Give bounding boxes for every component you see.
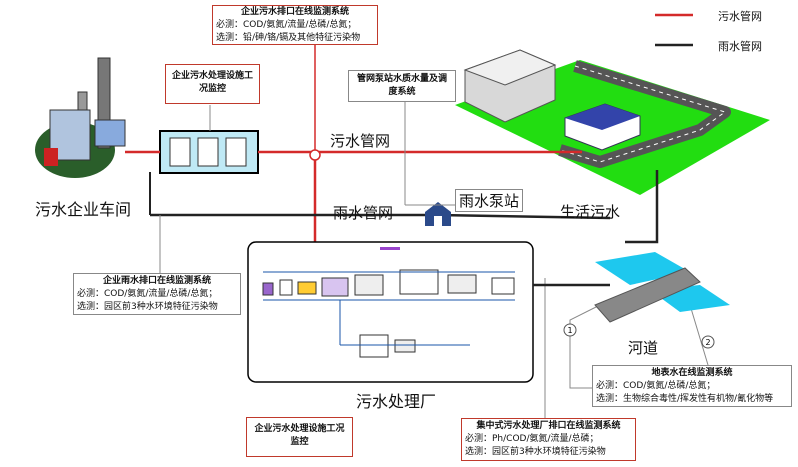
plant-unit-6 — [399, 269, 439, 295]
surface-water-monitor-optional: 选测：生物综合毒性/挥发性有机物/氰化物等 — [596, 394, 774, 404]
plant-unit-3 — [297, 281, 317, 295]
plant-label: 污水处理厂 — [356, 392, 437, 411]
treatment-tank-3 — [225, 137, 247, 167]
monitor-marker-2-label: 2 — [705, 338, 710, 347]
plant-unit-7 — [447, 274, 477, 294]
factory-red-block — [44, 148, 58, 166]
discharge-monitor-box: 企业污水排口在线监测系统 必测：COD/氨氮/流量/总磷/总氮； 选测：铅/砷/… — [212, 5, 378, 45]
sewage-junction — [309, 149, 321, 161]
central-outlet-monitor-title: 集中式污水处理厂排口在线监测系统 — [476, 421, 621, 431]
connector-river-left — [569, 304, 601, 389]
rain-pump-label: 雨水泵站 — [455, 189, 524, 212]
house-roof — [565, 104, 640, 130]
discharge-monitor-required: 必测：COD/氨氮/流量/总磷/总氮； — [216, 20, 357, 30]
rain-outlet-monitor-box: 企业雨水排口在线监测系统 必测：COD/氨氮/流量/总磷/总氮； 选测：园区前3… — [73, 273, 241, 315]
monitor-marker-1 — [563, 323, 577, 337]
surface-water-monitor-box: 地表水在线监测系统 必测：COD/氨氮/总磷/总氮； 选测：生物综合毒性/挥发性… — [592, 365, 792, 407]
treatment-tank-2 — [197, 137, 219, 167]
facility-monitor-top-title: 企业污水处理设施工况监控 — [171, 71, 253, 94]
plant-unit-9 — [359, 334, 389, 358]
river-label: 河道 — [628, 339, 659, 357]
discharge-monitor-title: 企业污水排口在线监测系统 — [240, 7, 349, 17]
legend-rain-label: 雨水管网 — [718, 40, 762, 53]
rain-network-label: 雨水管网 — [333, 204, 394, 222]
workshop-label: 污水企业车间 — [35, 200, 132, 219]
river-bridge — [594, 267, 701, 323]
plant-unit-5 — [354, 274, 384, 296]
pump-station-monitor-title: 管网泵站水质水量及调度系统 — [356, 74, 447, 97]
central-outlet-monitor-optional: 选测：园区前3种水环境特征污染物 — [465, 447, 606, 457]
surface-water-monitor-required: 必测：COD/氨氮/总磷/总氮； — [596, 381, 716, 391]
plant-unit-8 — [491, 277, 515, 295]
facility-monitor-bottom-box: 企业污水处理设施工况监控 — [246, 417, 353, 457]
plant-unit-10 — [394, 339, 416, 353]
monitor-marker-1-label: 1 — [567, 326, 572, 335]
plant-unit-1 — [262, 282, 274, 296]
factory-side-building — [94, 119, 126, 147]
plant-unit-2 — [279, 279, 293, 296]
plant-unit-4 — [321, 277, 349, 297]
pump-station-monitor-box: 管网泵站水质水量及调度系统 — [348, 70, 456, 102]
pump-station-door — [434, 216, 442, 226]
facility-monitor-bottom-title: 企业污水处理设施工况监控 — [254, 424, 345, 447]
monitor-marker-2 — [701, 335, 715, 349]
office-building-top — [463, 49, 557, 86]
sewage-network-label: 污水管网 — [330, 132, 391, 150]
sewage-treatment-plant — [247, 241, 534, 383]
connector-river-right — [689, 304, 709, 366]
central-outlet-monitor-required: 必测：Ph/COD/氨氮/流量/总磷； — [465, 434, 599, 444]
surface-water-monitor-title: 地表水在线监测系统 — [651, 368, 733, 378]
rain-pipe-to-river — [437, 213, 611, 220]
rain-outlet-monitor-required: 必测：COD/氨氮/流量/总磷/总氮； — [77, 289, 218, 299]
road-marking — [559, 65, 727, 163]
domestic-sewage-pipe — [625, 170, 659, 244]
plant-title-bar — [380, 247, 400, 250]
discharge-monitor-optional: 选测：铅/砷/铬/镉及其他特征污染物 — [216, 33, 361, 43]
rain-outlet-monitor-optional: 选测：园区前3种水环境特征污染物 — [77, 302, 218, 312]
legend-sewage-label: 污水管网 — [718, 10, 762, 23]
central-outlet-monitor-box: 集中式污水处理厂排口在线监测系统 必测：Ph/COD/氨氮/流量/总磷； 选测：… — [461, 418, 636, 461]
rain-outlet-monitor-title: 企业雨水排口在线监测系统 — [102, 276, 211, 286]
facility-monitor-top-box: 企业污水处理设施工况监控 — [165, 64, 260, 104]
treatment-tank-1 — [169, 137, 191, 167]
domestic-sewage-label: 生活污水 — [560, 203, 621, 221]
pump-station-icon — [425, 202, 451, 226]
